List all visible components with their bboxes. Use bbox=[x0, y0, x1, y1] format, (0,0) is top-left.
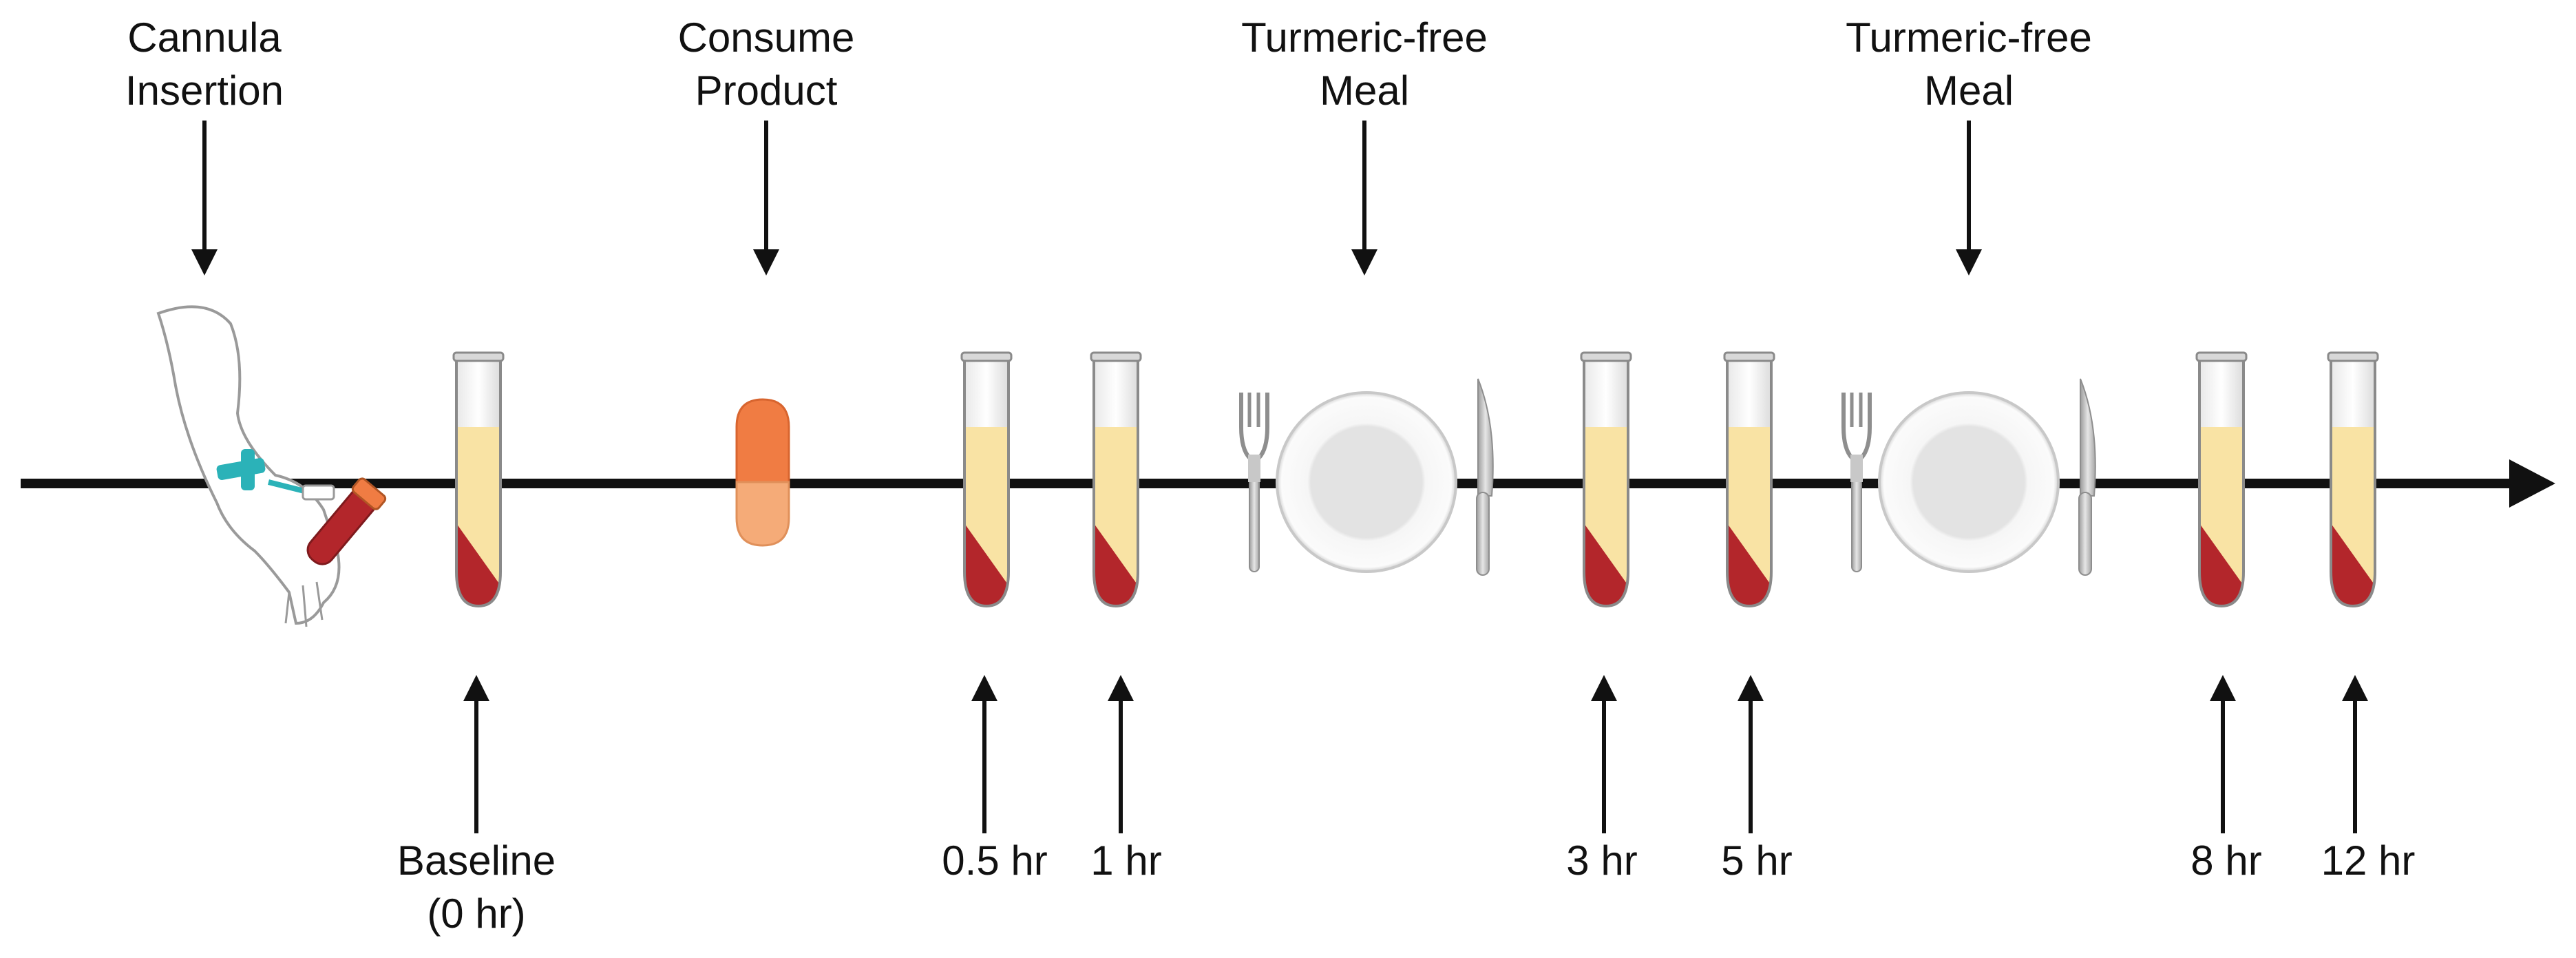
event-label-meal1-l1: Turmeric-free bbox=[1241, 14, 1488, 61]
sample-label-baseline-l2: (0 hr) bbox=[427, 891, 525, 937]
blood-tube bbox=[1091, 353, 1141, 606]
blood-tube bbox=[1581, 353, 1631, 606]
event-arrows-down bbox=[191, 121, 1982, 275]
sample-label-5hr: 5 hr bbox=[1721, 837, 1792, 884]
blood-tube bbox=[2328, 353, 2378, 606]
sample-label-0.5hr: 0.5 hr bbox=[942, 837, 1047, 884]
blood-tube bbox=[962, 353, 1011, 606]
blood-tube bbox=[2197, 353, 2246, 606]
event-label-consume-l2: Product bbox=[695, 67, 838, 114]
event-label-consume-l1: Consume bbox=[678, 14, 855, 61]
meal-plate-setting-2 bbox=[1844, 379, 2095, 575]
arm-cannula-illustration bbox=[156, 305, 387, 627]
event-label-meal1-l2: Meal bbox=[1320, 67, 1409, 114]
meal-plate-setting-1 bbox=[1241, 379, 1493, 575]
sample-label-baseline-l1: Baseline bbox=[397, 837, 556, 884]
timeline-arrowhead bbox=[2509, 459, 2555, 508]
blood-tube bbox=[1724, 353, 1774, 606]
blood-tube bbox=[454, 353, 503, 606]
sample-label-1hr: 1 hr bbox=[1090, 837, 1161, 884]
sample-arrows-up bbox=[463, 675, 2368, 833]
event-label-meal2-l2: Meal bbox=[1924, 67, 2014, 114]
sample-label-12hr: 12 hr bbox=[2321, 837, 2416, 884]
sample-label-8hr: 8 hr bbox=[2190, 837, 2261, 884]
product-capsule bbox=[735, 398, 790, 547]
event-label-cannula-l2: Insertion bbox=[125, 67, 284, 114]
event-label-cannula-l1: Cannula bbox=[127, 14, 282, 61]
event-label-meal2-l1: Turmeric-free bbox=[1846, 14, 2092, 61]
sample-label-3hr: 3 hr bbox=[1566, 837, 1637, 884]
